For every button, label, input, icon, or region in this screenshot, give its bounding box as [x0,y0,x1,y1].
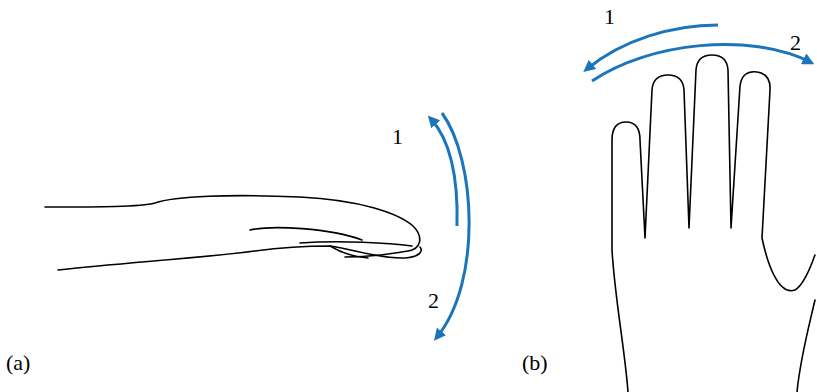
callout-number: 1 [392,126,403,148]
palm-hand [612,55,815,392]
motion-arrows [431,25,810,337]
panel-label: (a) [6,352,30,374]
panel-label: (b) [522,352,548,374]
callout-number: 2 [790,32,801,54]
arrow-down [437,113,469,337]
side-hand [45,196,421,270]
callout-number: 1 [604,6,615,28]
callout-number: 2 [428,290,439,312]
arrow-right [592,44,810,81]
